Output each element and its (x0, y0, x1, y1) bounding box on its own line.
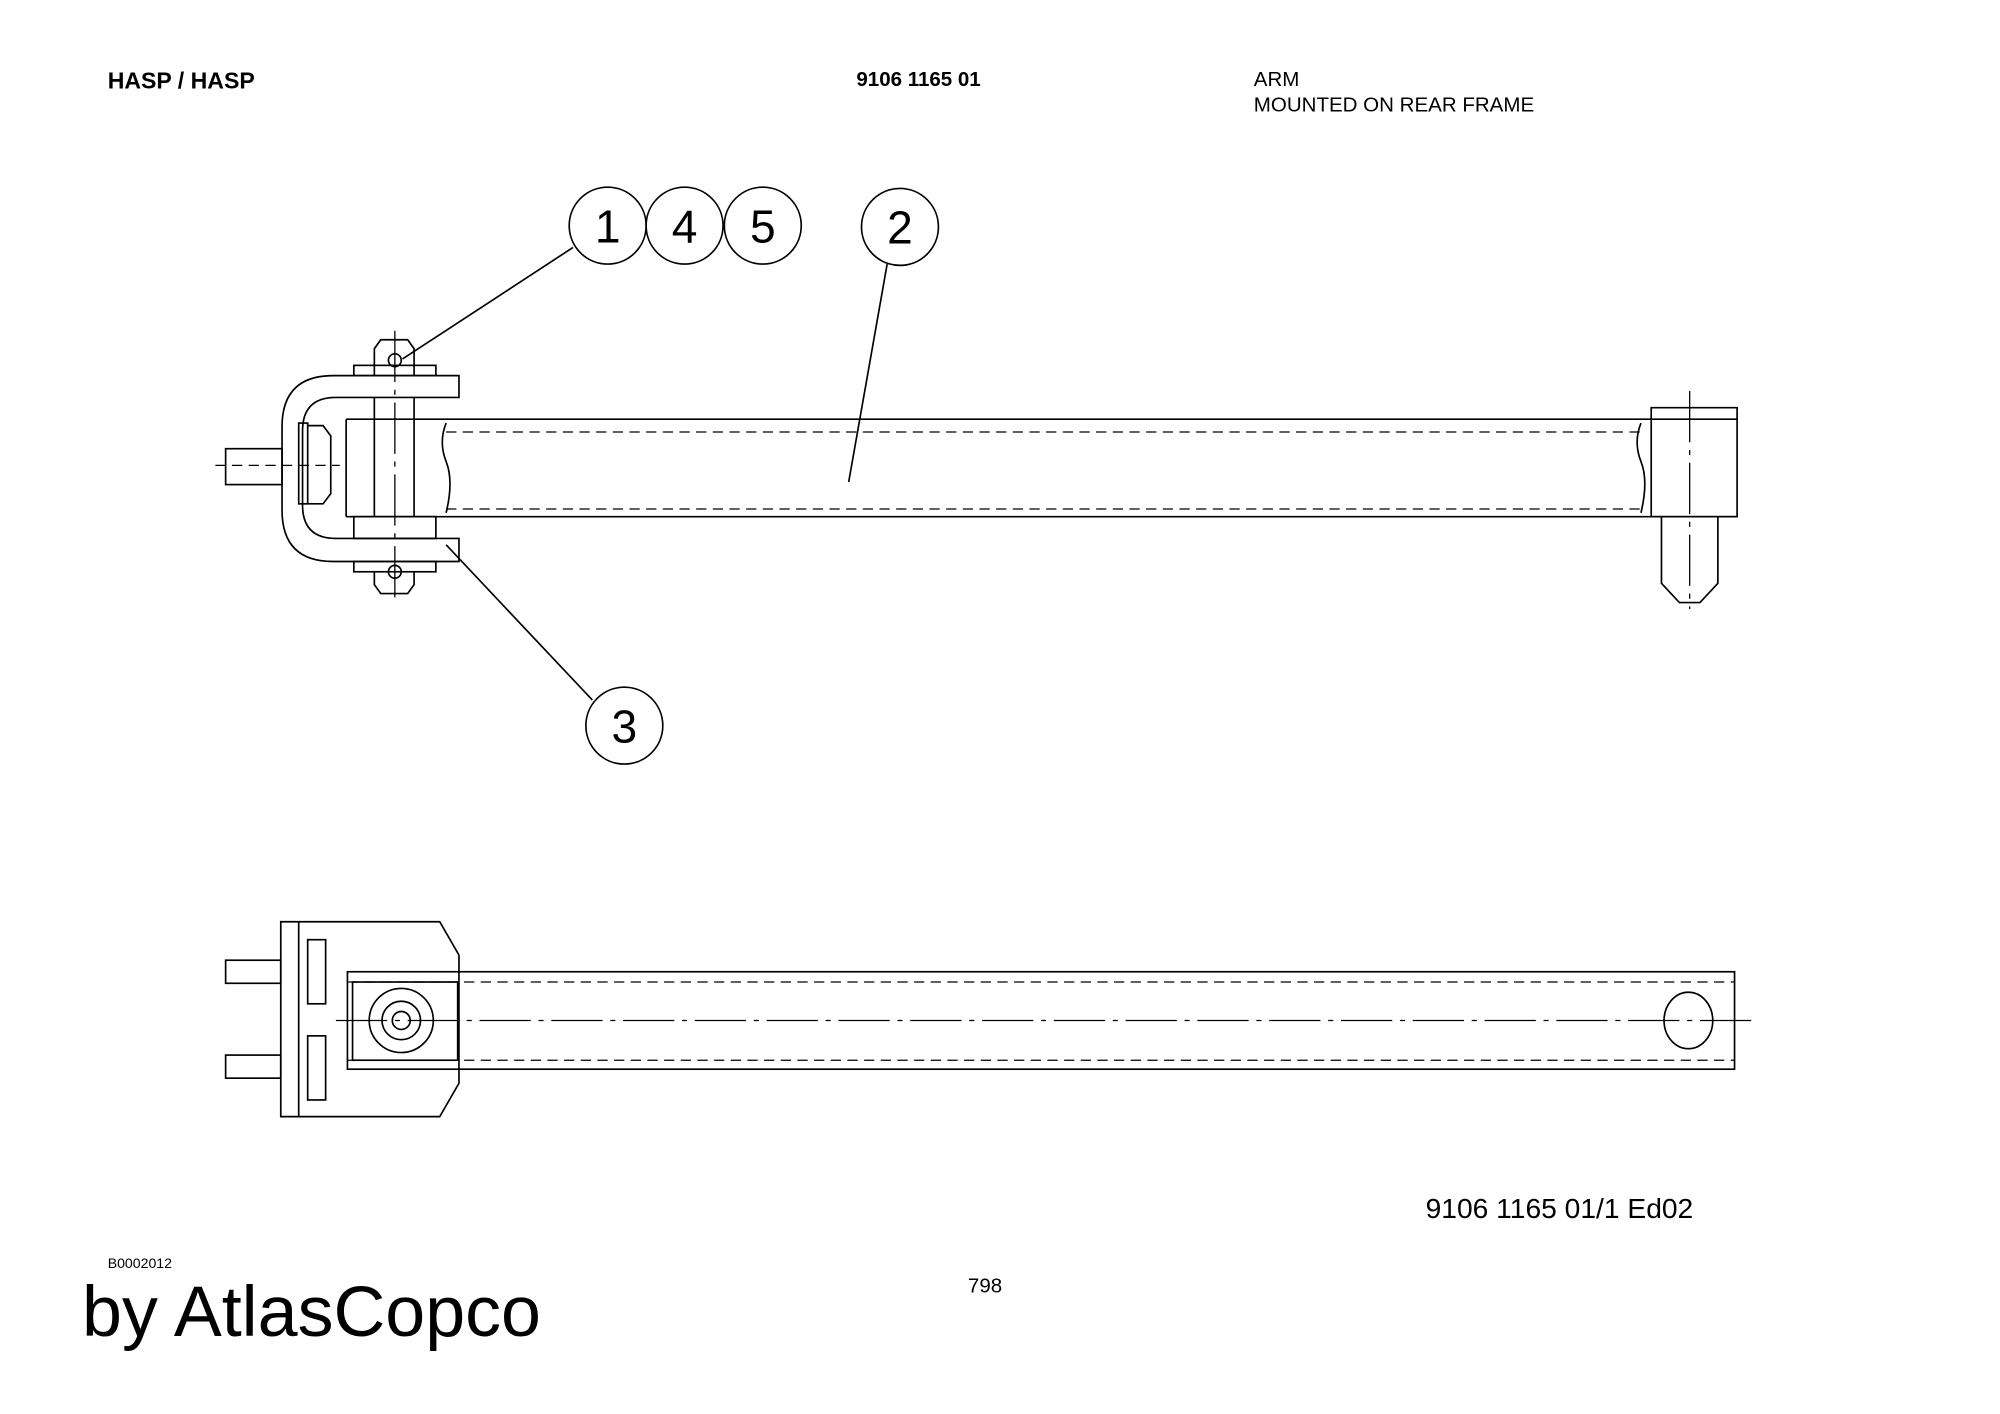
description-line1: ARM (1253, 69, 1300, 92)
page-number: 798 (967, 1275, 1003, 1298)
balloon-4: 4 (645, 186, 724, 265)
top-view (215, 330, 1738, 609)
leader-lines (402, 246, 888, 701)
balloon-3: 3 (585, 686, 664, 765)
balloon-2: 2 (860, 187, 940, 267)
svg-text:1: 1 (595, 200, 621, 252)
description-line2: MOUNTED ON REAR FRAME (1253, 94, 1535, 117)
drawing-code: B0002012 (107, 1256, 173, 1272)
balloon-5: 5 (723, 186, 803, 265)
page-title: HASP / HASP (107, 67, 255, 94)
svg-text:3: 3 (611, 700, 637, 752)
part-number: 9106 1165 01 (856, 69, 981, 92)
brand-watermark: by AtlasCopco (82, 1270, 541, 1352)
balloon-1: 1 (568, 186, 647, 265)
drawing-reference: 9106 1165 01/1 Ed02 (1425, 1192, 1694, 1225)
svg-text:4: 4 (672, 200, 698, 252)
svg-text:2: 2 (887, 202, 913, 254)
svg-text:5: 5 (750, 200, 776, 252)
bottom-view (224, 920, 1757, 1118)
